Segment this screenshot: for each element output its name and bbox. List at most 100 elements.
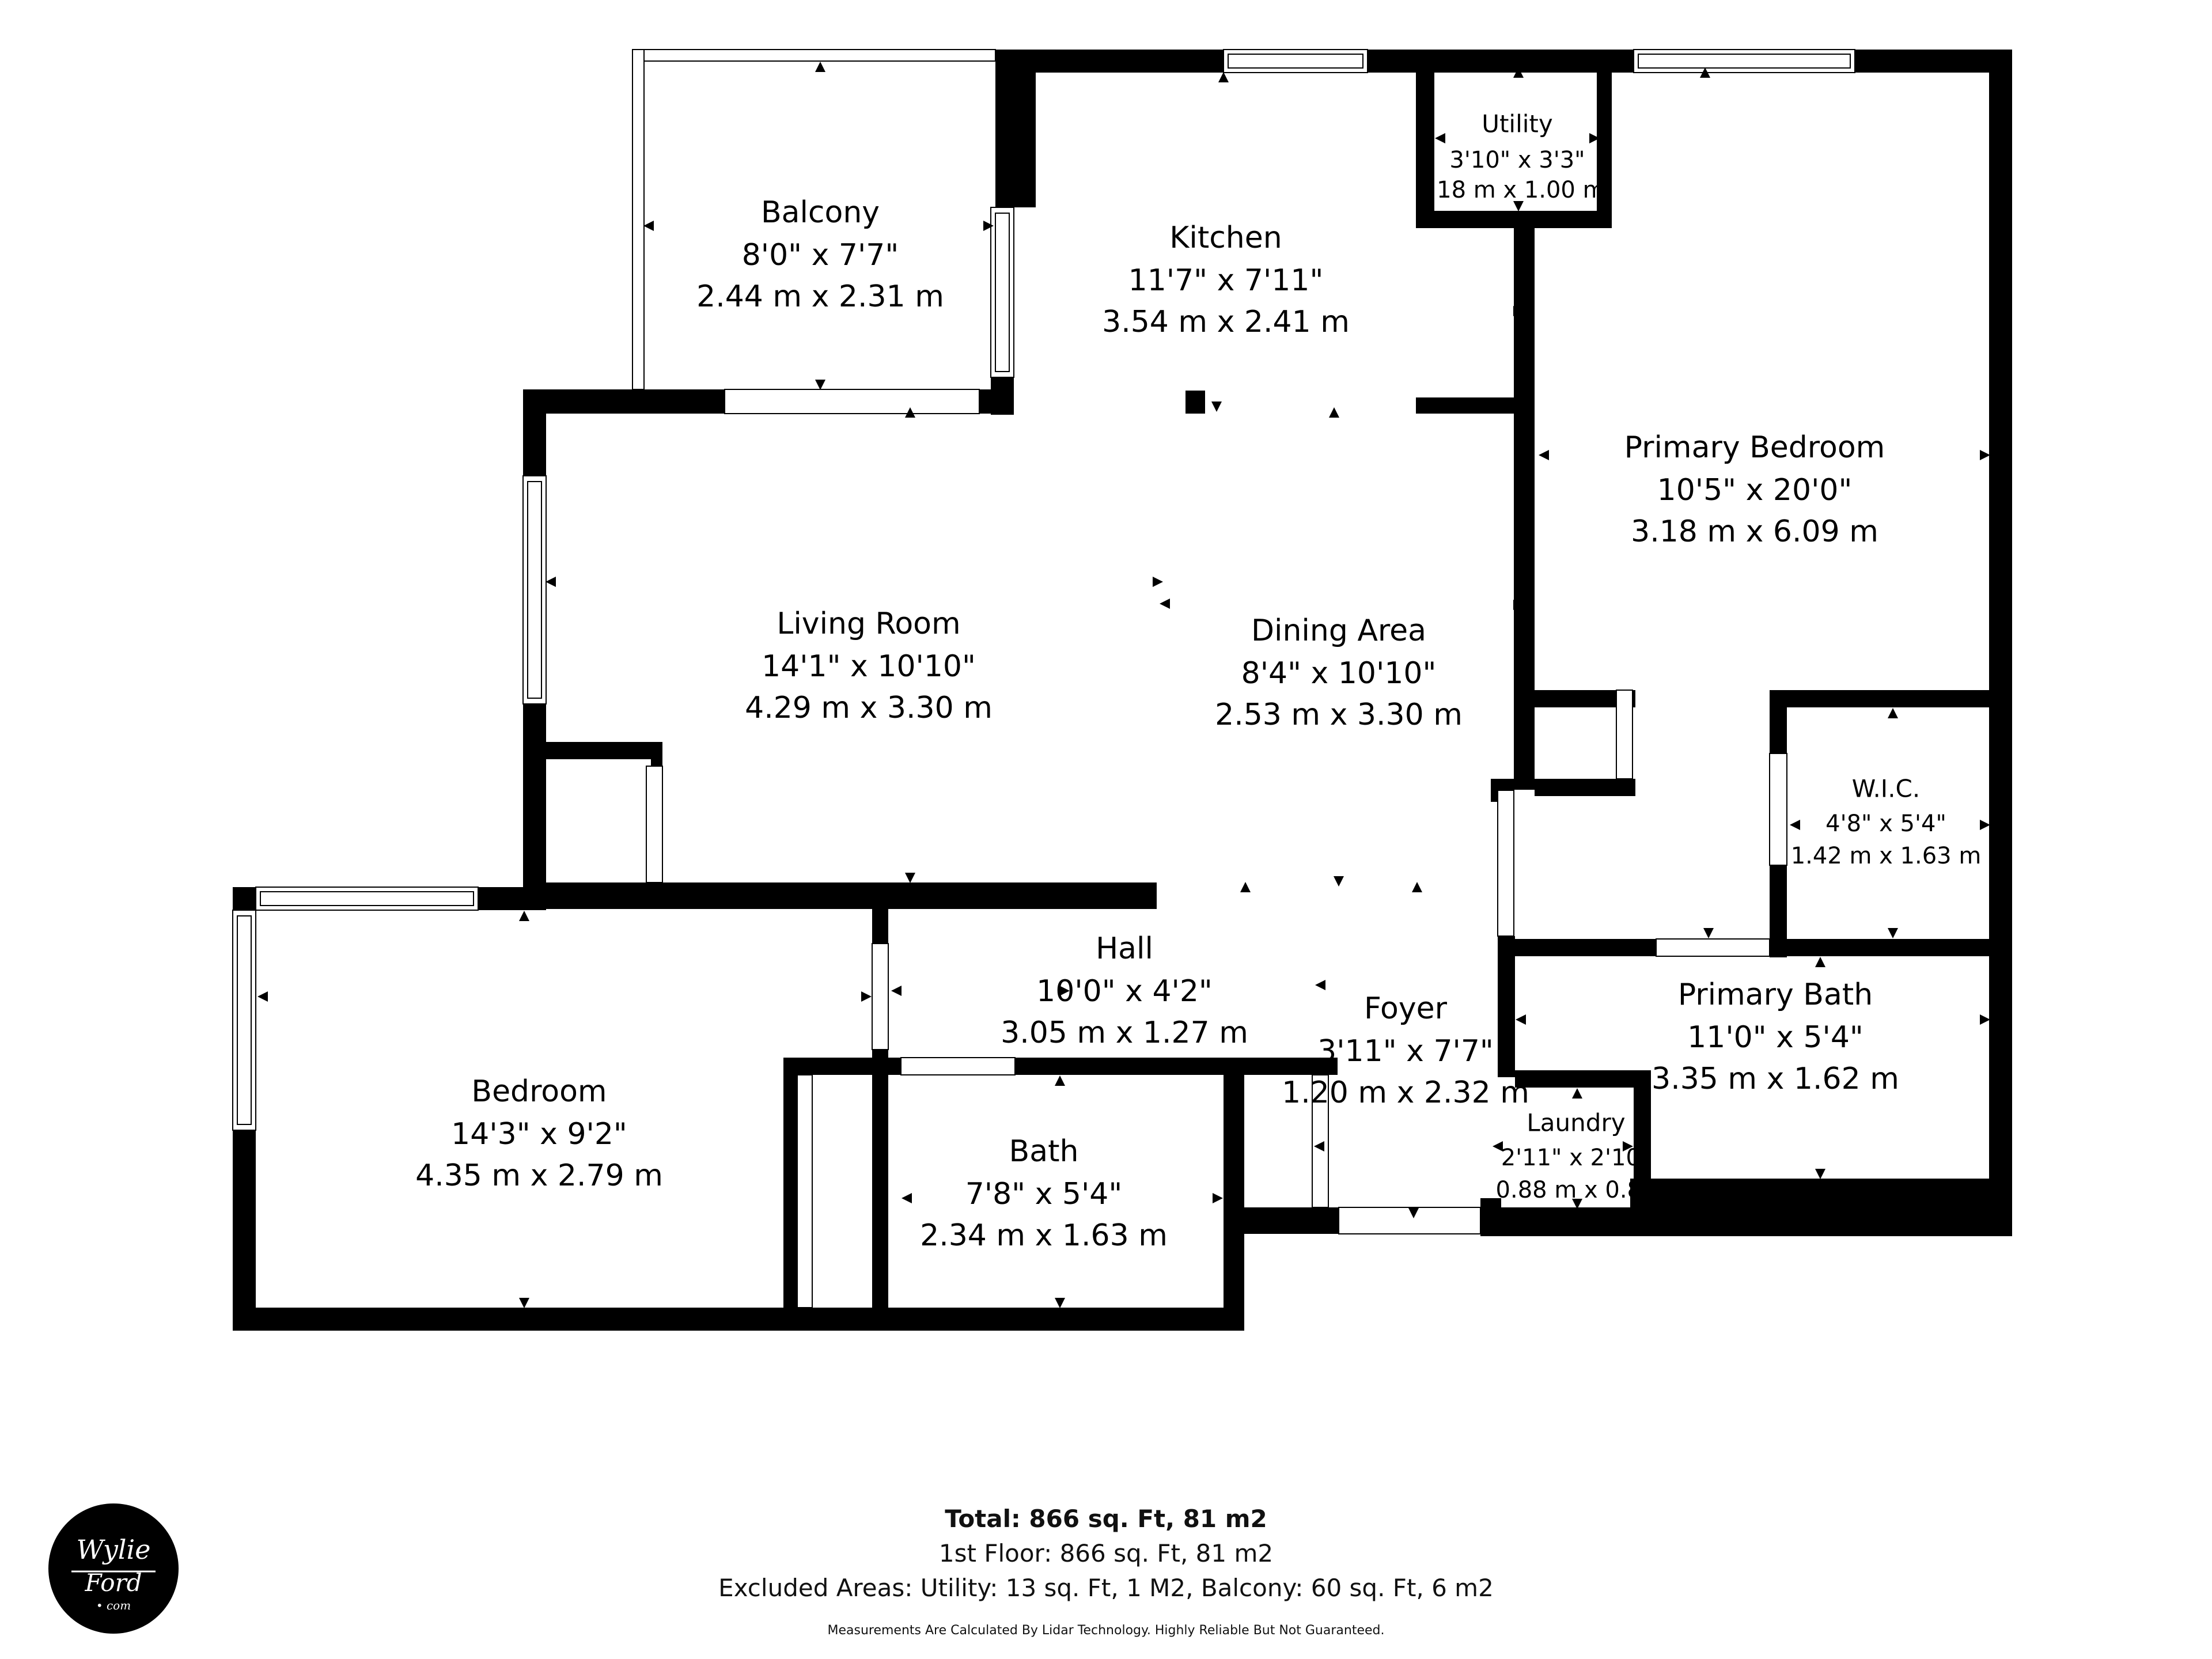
dimension-marker <box>1435 133 1445 143</box>
room-dimensions-metric: 3.35 m x 1.62 m <box>1652 1062 1899 1096</box>
dimension-marker <box>1334 876 1344 887</box>
room-dimensions-imperial: 8'4" x 10'10" <box>1241 656 1437 691</box>
dimension-marker <box>1980 1014 1990 1025</box>
dimension-marker <box>1703 928 1714 938</box>
dimension-marker <box>1623 1141 1633 1152</box>
walls <box>233 50 2012 1331</box>
excluded-areas: Excluded Areas: Utility: 13 sq. Ft, 1 M2… <box>718 1574 1494 1602</box>
dimension-marker <box>519 1298 529 1308</box>
dimension-marker <box>1572 1199 1582 1209</box>
dimension-marker <box>1888 708 1898 718</box>
dimension-marker <box>1815 1169 1825 1179</box>
dimension-marker <box>1211 402 1222 412</box>
room-wic: W.I.C. 4'8" x 5'4" 1.42 m x 1.63 m <box>1791 775 1982 870</box>
room-dimensions-imperial: 11'0" x 5'4" <box>1687 1020 1863 1055</box>
room-dimensions-imperial: 14'1" x 10'10" <box>762 649 976 684</box>
room-name: Kitchen <box>1169 221 1282 255</box>
dimension-marker <box>1059 986 1070 996</box>
windows <box>232 49 1855 1131</box>
dimension-marker <box>1572 1088 1582 1099</box>
room-dimensions-metric: 2.44 m x 2.31 m <box>696 279 944 314</box>
room-bath: Bath 7'8" x 5'4" 2.34 m x 1.63 m <box>920 1134 1168 1253</box>
dimension-marker <box>905 407 915 418</box>
dimension-marker <box>1493 1141 1503 1152</box>
room-dimensions-metric: 1.20 m x 2.32 m <box>1282 1075 1529 1110</box>
dimension-markers <box>257 62 1990 1308</box>
dimension-marker <box>1513 306 1524 316</box>
room-name: Bath <box>1009 1134 1079 1169</box>
dimension-marker <box>1980 820 1990 830</box>
dimension-marker <box>1888 928 1898 938</box>
dimension-marker <box>546 577 556 587</box>
dimension-marker <box>1539 450 1549 460</box>
dimension-marker <box>1314 1141 1324 1152</box>
room-dimensions-metric: 2.53 m x 3.30 m <box>1215 698 1463 732</box>
dimension-marker <box>1055 1075 1065 1086</box>
dimension-marker <box>1055 1298 1065 1308</box>
balcony-railing <box>632 49 996 390</box>
room-name: Utility <box>1482 110 1553 138</box>
room-balcony: Balcony 8'0" x 7'7" 2.44 m x 2.31 m <box>696 195 944 314</box>
room-dimensions-imperial: 3'11" x 7'7" <box>1317 1034 1494 1069</box>
room-dimensions-imperial: 11'7" x 7'11" <box>1128 263 1324 298</box>
room-name: Dining Area <box>1251 613 1426 648</box>
dimension-marker <box>1213 1193 1223 1203</box>
company-logo: Wylie Ford • com <box>48 1503 179 1634</box>
room-name: Foyer <box>1364 991 1448 1026</box>
room-dimensions-metric: 1.42 m x 1.63 m <box>1791 843 1982 869</box>
room-name: Primary Bath <box>1678 978 1873 1012</box>
logo-text-line3: • com <box>96 1599 131 1612</box>
room-hall: Hall 10'0" x 4'2" 3.05 m x 1.27 m <box>1001 931 1248 1050</box>
logo-text-line2: Ford <box>84 1569 142 1597</box>
total-area: Total: 866 sq. Ft, 81 m2 <box>945 1505 1267 1533</box>
dimension-marker <box>1589 133 1600 143</box>
dimension-marker <box>643 221 654 231</box>
dimension-marker <box>1700 67 1710 78</box>
dimension-marker <box>1412 882 1422 892</box>
dimension-marker <box>1790 820 1800 830</box>
dimension-marker <box>815 62 825 72</box>
room-dimensions-imperial: 8'0" x 7'7" <box>742 238 899 272</box>
dimension-marker <box>905 873 915 883</box>
room-dimensions-imperial: 3'10" x 3'3" <box>1449 147 1585 173</box>
dimension-marker <box>257 991 268 1002</box>
room-dimensions-metric: 3.54 m x 2.41 m <box>1102 305 1350 339</box>
room-laundry: Laundry 2'11" x 2'10" 0.88 m x 0.86 <box>1496 1109 1657 1204</box>
dimension-marker <box>1980 450 1990 460</box>
floor-area: 1st Floor: 866 sq. Ft, 81 m2 <box>938 1539 1274 1567</box>
logo-text-line1: Wylie <box>77 1534 151 1565</box>
room-utility: Utility 3'10" x 3'3" .18 m x 1.00 m <box>1429 110 1605 204</box>
room-primary-bedroom: Primary Bedroom 10'5" x 20'0" 3.18 m x 6… <box>1624 430 1885 549</box>
room-dimensions-metric: .18 m x 1.00 m <box>1429 177 1605 203</box>
room-name: Hall <box>1096 931 1153 966</box>
room-living-room: Living Room 14'1" x 10'10" 4.29 m x 3.30… <box>745 607 993 725</box>
dimension-marker <box>1408 1208 1419 1218</box>
room-bedroom: Bedroom 14'3" x 9'2" 4.35 m x 2.79 m <box>415 1074 663 1193</box>
dimension-marker <box>1237 1059 1247 1070</box>
room-dimensions-metric: 4.29 m x 3.30 m <box>745 691 993 725</box>
door-openings <box>646 690 1787 1308</box>
dimension-marker <box>1315 980 1325 990</box>
room-dimensions-imperial: 7'8" x 5'4" <box>965 1177 1123 1211</box>
room-kitchen: Kitchen 11'7" x 7'11" 3.54 m x 2.41 m <box>1102 221 1350 339</box>
room-dimensions-metric: 3.05 m x 1.27 m <box>1001 1016 1248 1050</box>
room-dimensions-imperial: 14'3" x 9'2" <box>451 1117 627 1152</box>
room-name: Living Room <box>777 607 960 641</box>
room-dimensions-imperial: 2'11" x 2'10" <box>1501 1145 1652 1171</box>
room-foyer: Foyer 3'11" x 7'7" 1.20 m x 2.32 m <box>1282 991 1529 1110</box>
room-name: Bedroom <box>471 1074 607 1109</box>
dimension-marker <box>1513 600 1524 610</box>
room-dimensions-metric: 4.35 m x 2.79 m <box>415 1158 663 1193</box>
dimension-marker <box>1516 1014 1526 1025</box>
room-dimensions-imperial: 10'5" x 20'0" <box>1657 473 1853 507</box>
dimension-marker <box>1513 67 1524 78</box>
dimension-marker <box>815 380 825 390</box>
dimension-marker <box>1160 599 1170 609</box>
dimension-marker <box>519 911 529 921</box>
room-name: W.I.C. <box>1852 775 1920 803</box>
dimension-marker <box>891 986 902 996</box>
dimension-marker <box>1815 957 1825 967</box>
dimension-marker <box>1329 407 1339 418</box>
dimension-marker <box>902 1193 912 1203</box>
